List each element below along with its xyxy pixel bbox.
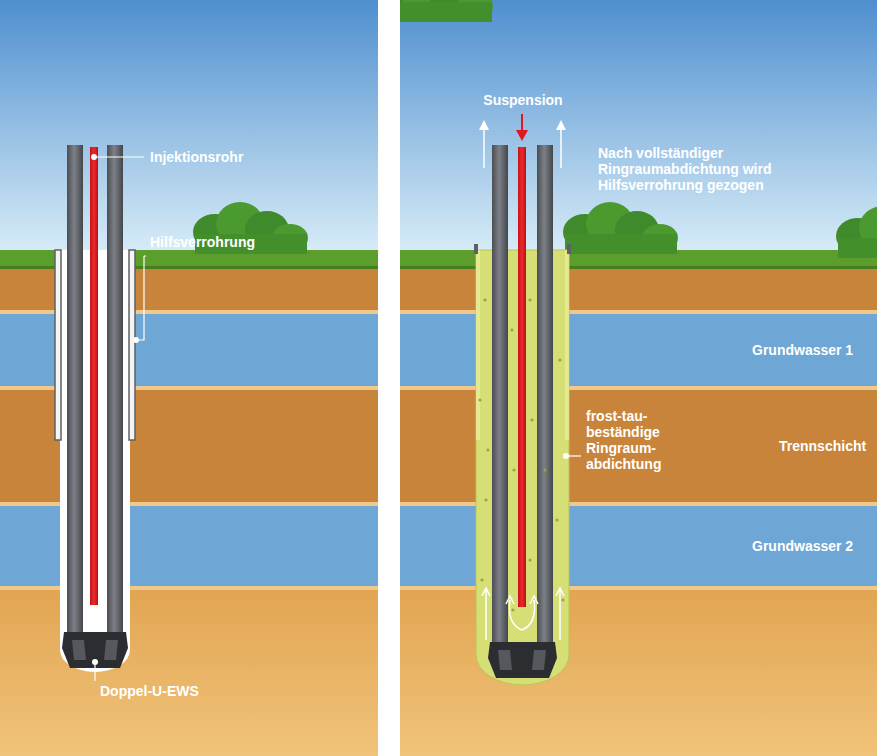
speckle	[528, 558, 531, 561]
speckle	[543, 468, 546, 471]
speckle	[558, 358, 561, 361]
layer-label: Grundwasser 2	[752, 538, 853, 554]
speckle	[555, 518, 558, 521]
speckle	[528, 298, 531, 301]
speckle	[483, 298, 486, 301]
layer-label: Trennschicht	[779, 438, 866, 454]
speckle	[512, 468, 515, 471]
part-label: Suspension	[483, 92, 562, 108]
part-label: Injektionsrohr	[150, 149, 243, 165]
speckle	[561, 598, 564, 601]
part-label: frost-tau- beständige Ringraum- abdichtu…	[586, 408, 682, 472]
speckle	[484, 498, 487, 501]
left-panel	[0, 0, 378, 756]
part-label: Doppel-U-EWS	[100, 683, 199, 699]
speckle	[480, 578, 483, 581]
part-label: Hilfsverrohrung	[150, 234, 255, 250]
speckle	[486, 448, 489, 451]
speckle	[511, 608, 514, 611]
note-text: Nach vollständiger Ringraumabdichtung wi…	[598, 145, 778, 193]
speckle	[530, 418, 533, 421]
speckle	[478, 398, 481, 401]
speckle	[510, 328, 513, 331]
right-panel	[400, 0, 877, 756]
layer-label: Grundwasser 1	[752, 342, 853, 358]
